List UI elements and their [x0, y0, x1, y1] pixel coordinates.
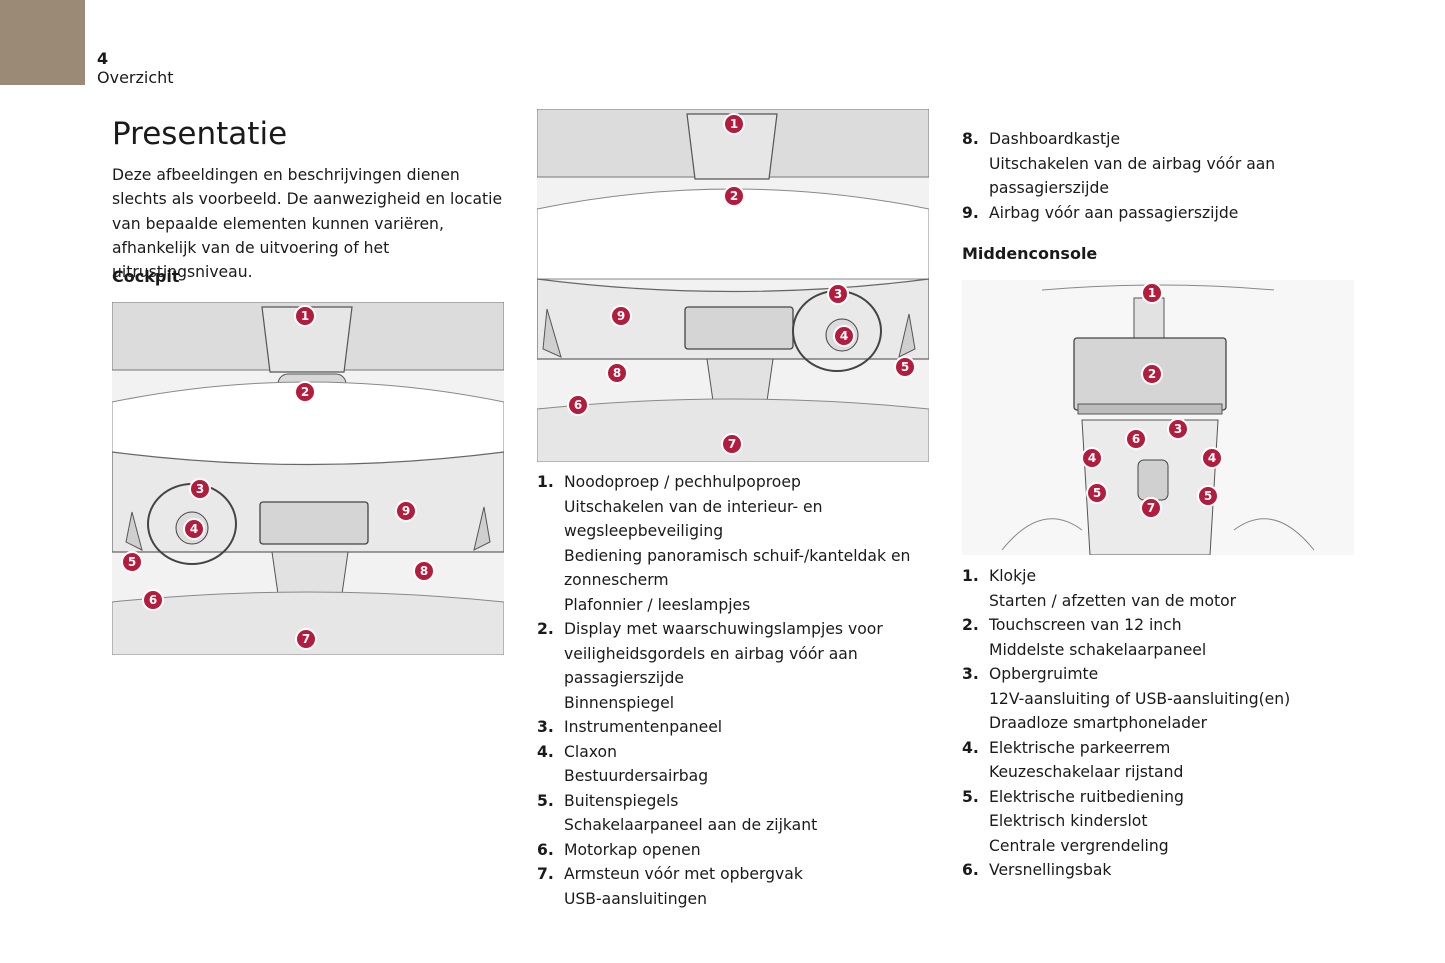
svg-text:8: 8 [420, 564, 428, 578]
svg-text:7: 7 [1147, 501, 1155, 515]
marker-6: 6 [567, 394, 589, 416]
cockpit-rhd-drawing: 1 2 3 4 5 6 7 8 9 [537, 109, 929, 462]
svg-text:4: 4 [1208, 451, 1216, 465]
marker-3: 3 [189, 478, 211, 500]
cockpit-rhd-illustration: 1 2 3 4 5 6 7 8 9 [537, 109, 929, 462]
svg-text:4: 4 [840, 329, 848, 343]
marker-4: 4 [1201, 447, 1223, 469]
marker-8: 8 [606, 362, 628, 384]
svg-text:1: 1 [1148, 286, 1156, 300]
svg-text:7: 7 [302, 632, 310, 646]
list-item: 9.Airbag vóór aan passagierszijde [962, 203, 1239, 222]
marker-5: 5 [121, 551, 143, 573]
intro-paragraph: Deze afbeeldingen en beschrijvingen dien… [112, 166, 503, 282]
svg-text:6: 6 [574, 398, 582, 412]
marker-4: 4 [1081, 447, 1103, 469]
svg-text:2: 2 [301, 385, 309, 399]
marker-1: 1 [723, 113, 745, 135]
marker-3: 3 [827, 283, 849, 305]
cockpit-lhd-drawing: 1 2 3 4 5 6 7 8 9 [112, 302, 504, 655]
marker-1: 1 [294, 305, 316, 327]
svg-text:2: 2 [1148, 367, 1156, 381]
cockpit-lhd-illustration: 1 2 3 4 5 6 7 8 9 [112, 302, 504, 655]
marker-4: 4 [833, 325, 855, 347]
marker-5: 5 [1086, 482, 1108, 504]
console-illustration: 1 2 3 4 4 5 5 6 7 [962, 280, 1354, 555]
svg-text:4: 4 [190, 522, 198, 536]
marker-7: 7 [721, 433, 743, 455]
svg-text:8: 8 [613, 366, 621, 380]
svg-text:1: 1 [730, 117, 738, 131]
console-drawing: 1 2 3 4 4 5 5 6 7 [962, 280, 1354, 555]
svg-text:9: 9 [402, 504, 410, 518]
marker-7: 7 [1140, 497, 1162, 519]
svg-text:5: 5 [901, 360, 909, 374]
svg-text:6: 6 [1132, 432, 1140, 446]
list-item: 6.Motorkap openen [537, 840, 701, 859]
svg-text:9: 9 [617, 309, 625, 323]
marker-3: 3 [1167, 418, 1189, 440]
svg-text:6: 6 [149, 593, 157, 607]
marker-7: 7 [295, 628, 317, 650]
marker-5: 5 [1197, 485, 1219, 507]
marker-9: 9 [610, 305, 632, 327]
svg-text:3: 3 [1174, 422, 1182, 436]
marker-2: 2 [294, 381, 316, 403]
list-item: 3.Instrumentenpaneel [537, 718, 723, 736]
svg-text:5: 5 [128, 555, 136, 569]
svg-text:5: 5 [1204, 489, 1212, 503]
svg-text:2: 2 [730, 189, 738, 203]
svg-text:5: 5 [1093, 486, 1101, 500]
middenconsole-heading: Middenconsole [962, 244, 1098, 263]
svg-text:4: 4 [1088, 451, 1096, 465]
marker-6: 6 [142, 589, 164, 611]
marker-9: 9 [395, 500, 417, 522]
marker-8: 8 [413, 560, 435, 582]
list-item: 6.Versnellingsbak [962, 861, 1112, 879]
page-title: Presentatie [112, 116, 288, 152]
svg-text:7: 7 [728, 437, 736, 451]
chapter-tab [0, 0, 85, 85]
marker-4: 4 [183, 518, 205, 540]
marker-2: 2 [1141, 363, 1163, 385]
cockpit-heading: Cockpit [112, 267, 180, 286]
marker-2: 2 [723, 185, 745, 207]
page-number: 4 [97, 49, 109, 68]
section-title: Overzicht [97, 68, 174, 87]
marker-6: 6 [1125, 428, 1147, 450]
svg-text:3: 3 [834, 287, 842, 301]
svg-text:3: 3 [196, 482, 204, 496]
marker-1: 1 [1141, 282, 1163, 304]
svg-text:1: 1 [301, 309, 309, 323]
marker-5: 5 [894, 356, 916, 378]
